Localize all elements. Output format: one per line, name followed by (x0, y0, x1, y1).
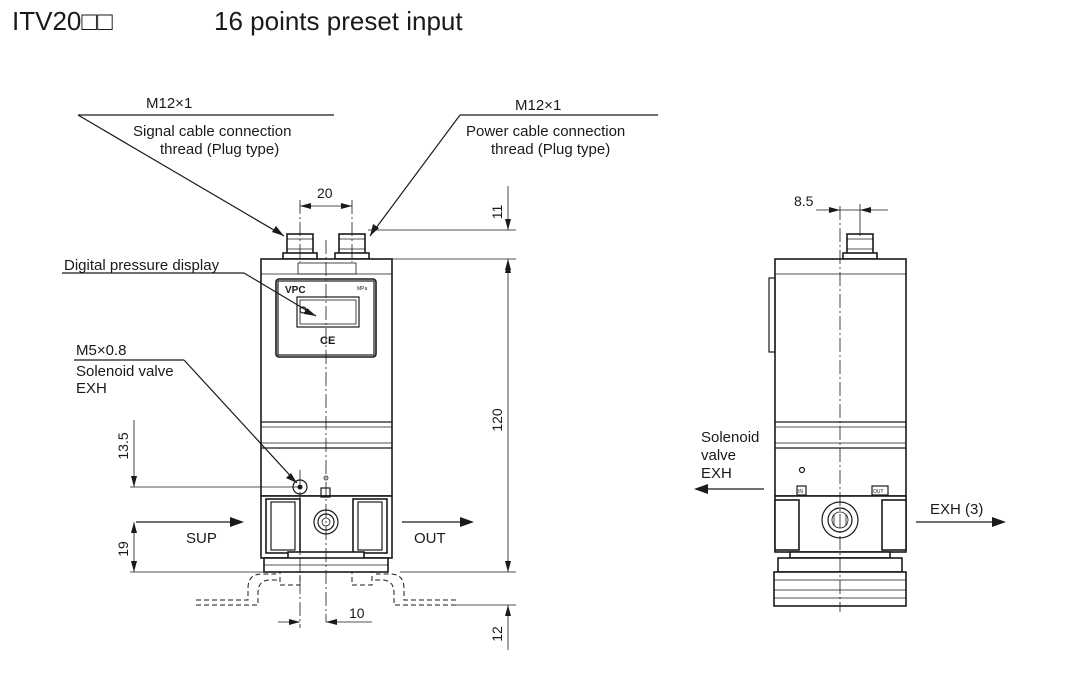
page-title: 16 points preset input (214, 6, 463, 36)
out-label: OUT (414, 530, 446, 547)
dim-body-height: 120 (489, 408, 505, 432)
front-view: VPC MPa CE (62, 95, 658, 650)
port-out-tag: OUT (873, 489, 884, 495)
side-view: IN OUT 8.5 Solenoid valve EXH (694, 193, 1006, 612)
sup-label: SUP (186, 530, 217, 547)
mounting-bracket (196, 571, 456, 606)
solenoid-label-2: EXH (76, 380, 107, 397)
solenoid-thread-size: M5×0.8 (76, 342, 126, 359)
side-body (774, 258, 907, 497)
dim-connector-height: 11 (489, 205, 505, 220)
signal-cable-label-1: Signal cable connection (133, 123, 291, 140)
dim-port-height: 19 (115, 541, 131, 557)
display-label: Digital pressure display (64, 257, 220, 274)
ce-mark: CE (320, 335, 335, 347)
dim-side-offset: 8.5 (794, 193, 814, 209)
brand-logo: VPC (285, 285, 306, 296)
side-solenoid-label-3: EXH (701, 465, 732, 482)
side-solenoid-label-1: Solenoid (701, 429, 759, 446)
exh-3-label: EXH (3) (930, 501, 983, 518)
lcd-screen (296, 296, 360, 328)
dim-port-offset: 10 (349, 605, 365, 621)
dim-bracket-height: 12 (489, 626, 505, 642)
power-cable-label-1: Power cable connection (466, 123, 625, 140)
side-solenoid-label-2: valve (701, 447, 736, 464)
power-thread-size: M12×1 (515, 97, 561, 114)
signal-cable-label-2: thread (Plug type) (160, 141, 279, 158)
dim-exh-offset: 13.5 (115, 432, 131, 459)
model-number: ITV20□□ (12, 6, 113, 36)
signal-thread-size: M12×1 (146, 95, 192, 112)
solenoid-label-1: Solenoid valve (76, 363, 174, 380)
dim-connector-pitch: 20 (317, 185, 333, 201)
unit-label: MPa (357, 286, 368, 292)
side-connector (842, 233, 878, 260)
power-cable-label-2: thread (Plug type) (491, 141, 610, 158)
port-in-tag: IN (798, 489, 803, 495)
